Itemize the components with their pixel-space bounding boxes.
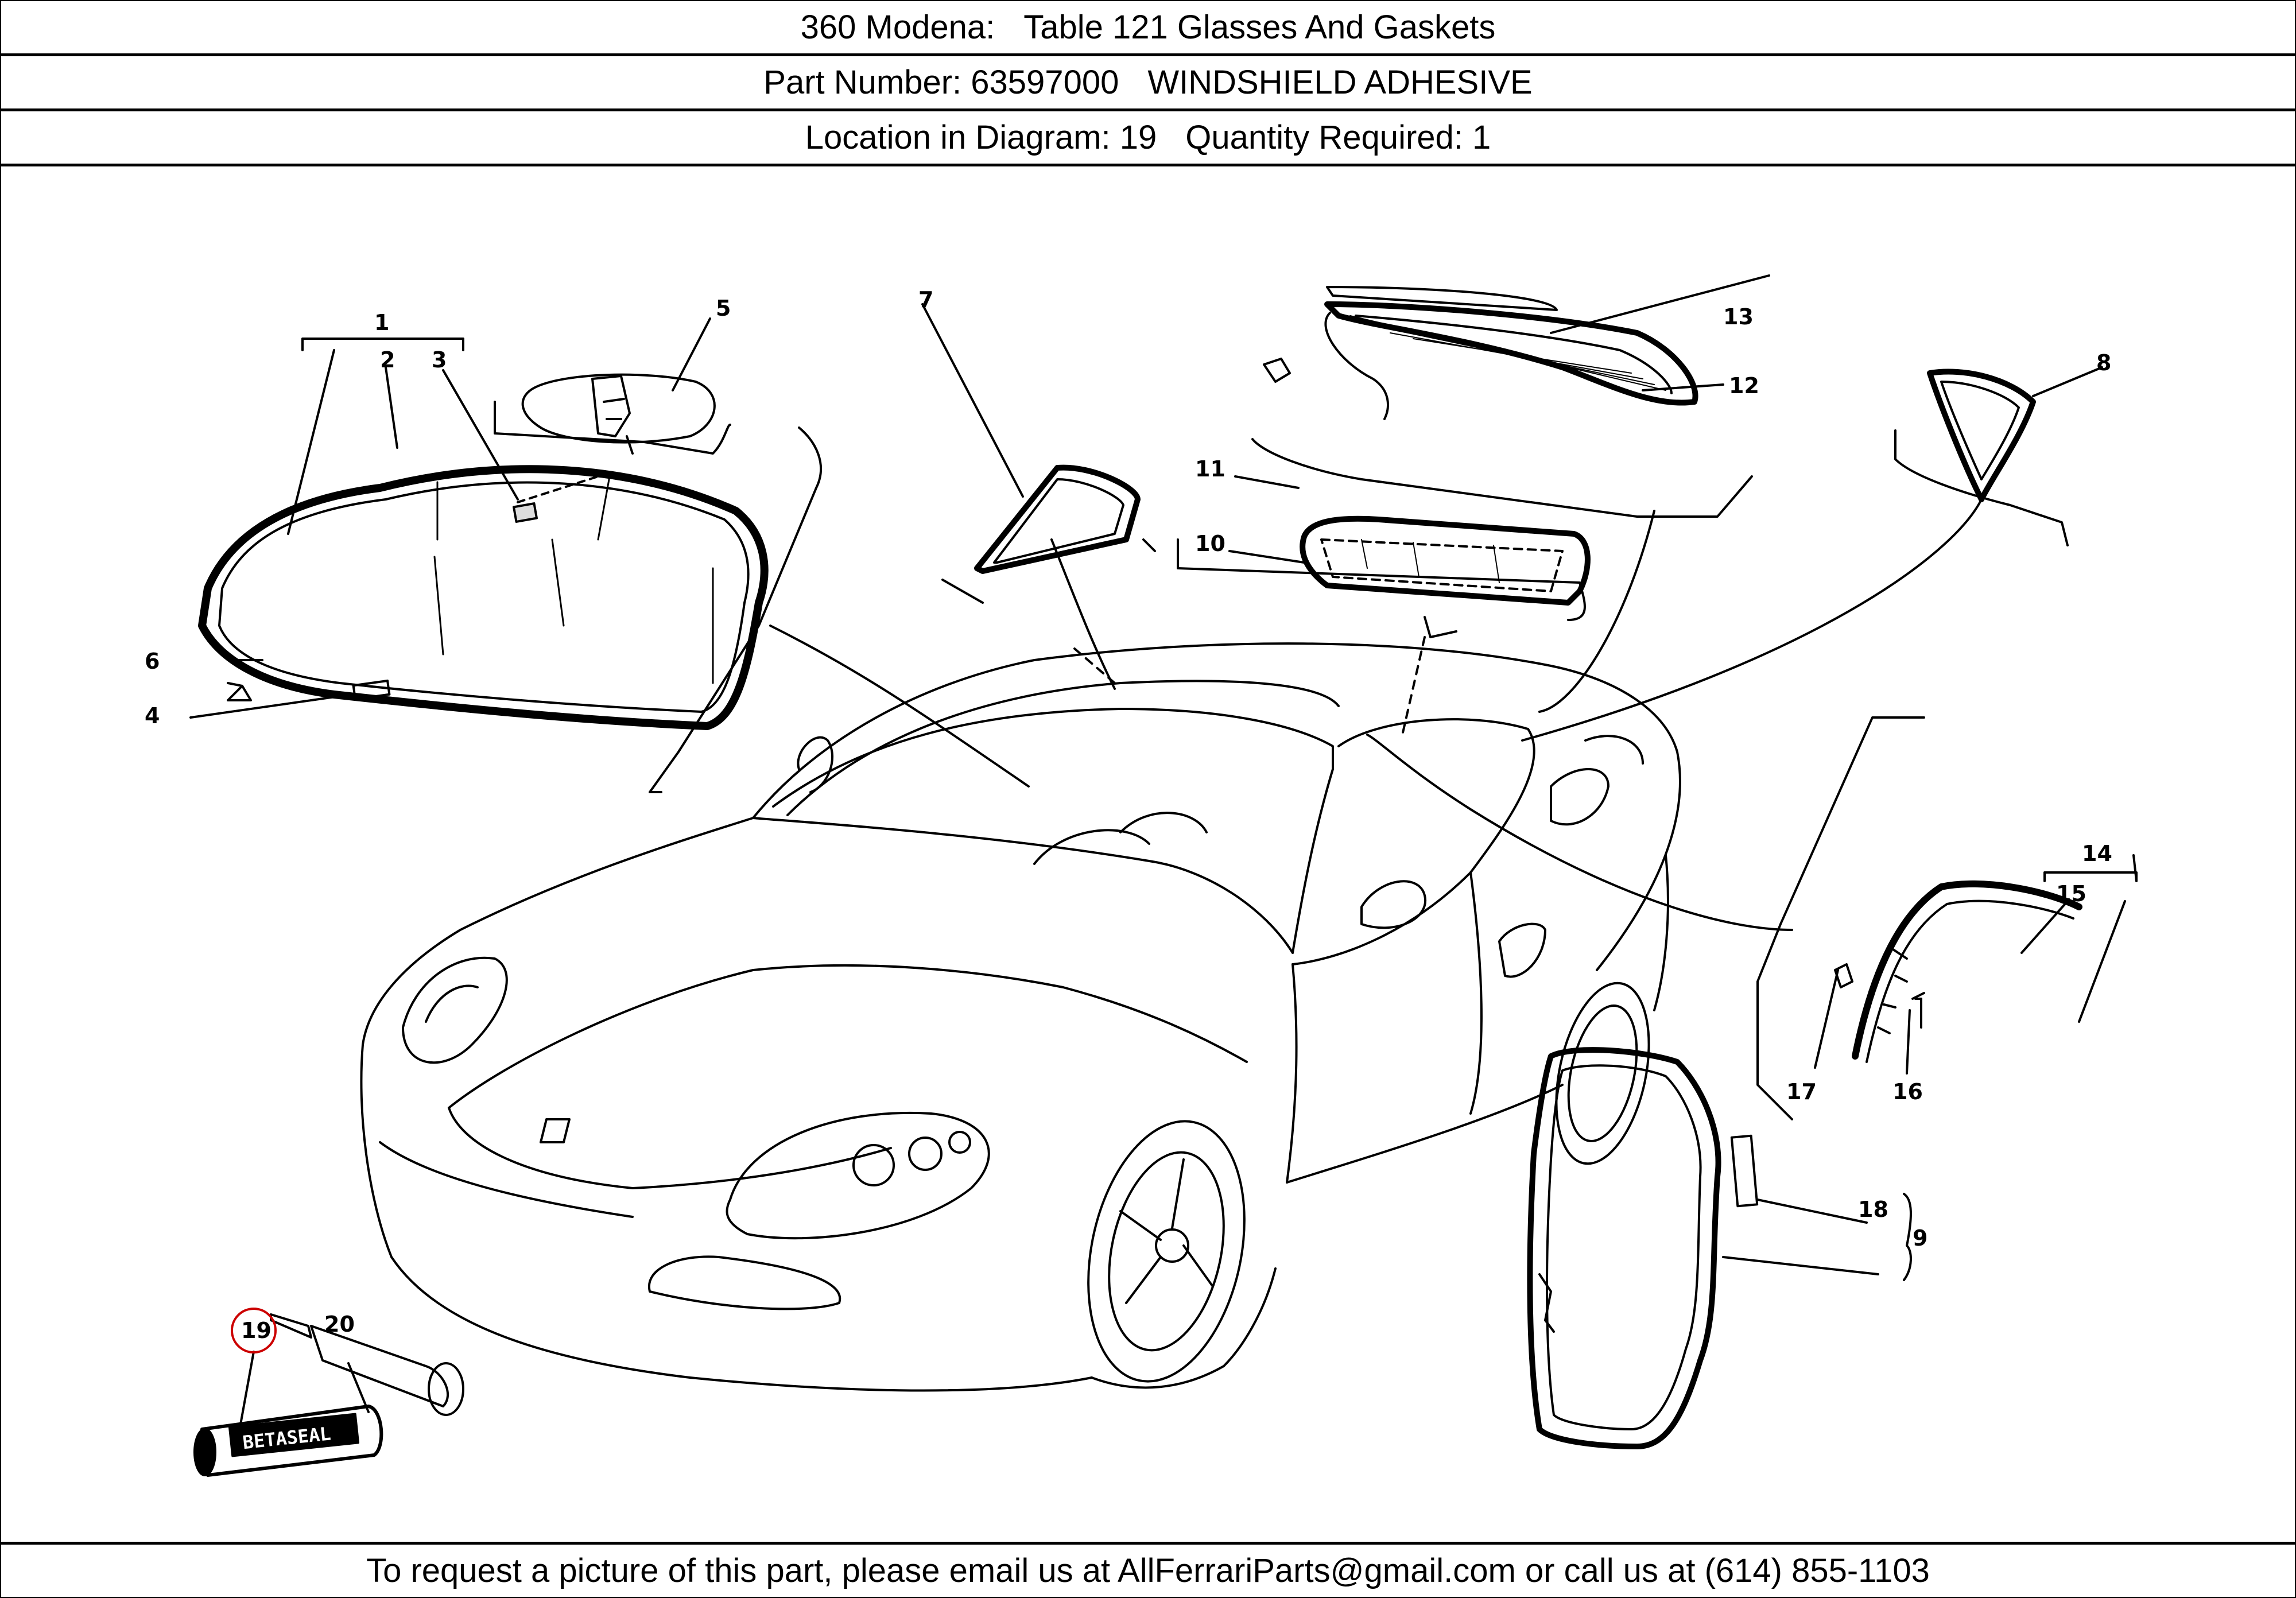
quarter-glass-left: [974, 464, 1141, 574]
callout-5: 5: [716, 296, 731, 321]
callout-16: 16: [1892, 1079, 1923, 1104]
footer-text: To request a picture of this part, pleas…: [366, 1552, 1930, 1589]
callout-9: 9: [1913, 1225, 1927, 1251]
leader-lines: [189, 274, 2138, 1448]
callout-12: 12: [1729, 373, 1759, 398]
adhesive-tubes: BETASEAL: [193, 1313, 464, 1477]
part-number: Part Number: 63597000: [763, 64, 1119, 101]
location-in-diagram: Location in Diagram: 19: [805, 119, 1157, 156]
callout-1: 1: [374, 310, 389, 335]
rear-screen-part: [1263, 286, 1698, 420]
callout-10: 10: [1195, 531, 1225, 556]
part-name: WINDSHIELD ADHESIVE: [1147, 64, 1533, 101]
windshield-part: [198, 465, 769, 730]
part-row: Part Number: 63597000 WINDSHIELD ADHESIVE: [1, 56, 2295, 111]
model-name: 360 Modena:: [800, 9, 995, 46]
side-window-part: [1300, 515, 1591, 606]
quantity-required: Quantity Required: 1: [1185, 119, 1491, 156]
title-row: 360 Modena: Table 121 Glasses And Gaskets: [1, 1, 2295, 56]
highlight-circle-19: [231, 1308, 277, 1353]
callout-13: 13: [1723, 304, 1754, 329]
parts-diagram: BETASEAL: [145, 274, 2138, 1477]
footer-contact: To request a picture of this part, pleas…: [1, 1542, 2295, 1597]
callout-6: 6: [145, 649, 160, 674]
callout-11: 11: [1195, 456, 1225, 482]
callout-20: 20: [324, 1312, 355, 1337]
callout-19: 19: [241, 1318, 272, 1343]
callout-15: 15: [2056, 881, 2086, 906]
callout-3: 3: [432, 347, 447, 373]
callout-4: 4: [145, 703, 160, 728]
callout-17: 17: [1786, 1079, 1817, 1104]
door-seal-part: [1527, 1047, 1759, 1449]
table-title: Table 121 Glasses And Gaskets: [1023, 9, 1496, 46]
rear-seal-part: [1834, 880, 2082, 1063]
callout-2: 2: [380, 347, 395, 373]
callout-numbers: 1 2 3 4 5 6 7 8 9 10 11 12 13 14 15 16 1…: [145, 287, 2112, 1343]
rear-quarter-glass: [1927, 369, 2036, 502]
callout-7: 7: [918, 287, 933, 312]
callout-8: 8: [2096, 350, 2111, 375]
mirror-part: [521, 373, 716, 455]
location-row: Location in Diagram: 19 Quantity Required…: [1, 111, 2295, 166]
callout-18: 18: [1858, 1197, 1888, 1222]
callout-14: 14: [2082, 841, 2112, 866]
car-body-drawing: [360, 636, 1681, 1392]
